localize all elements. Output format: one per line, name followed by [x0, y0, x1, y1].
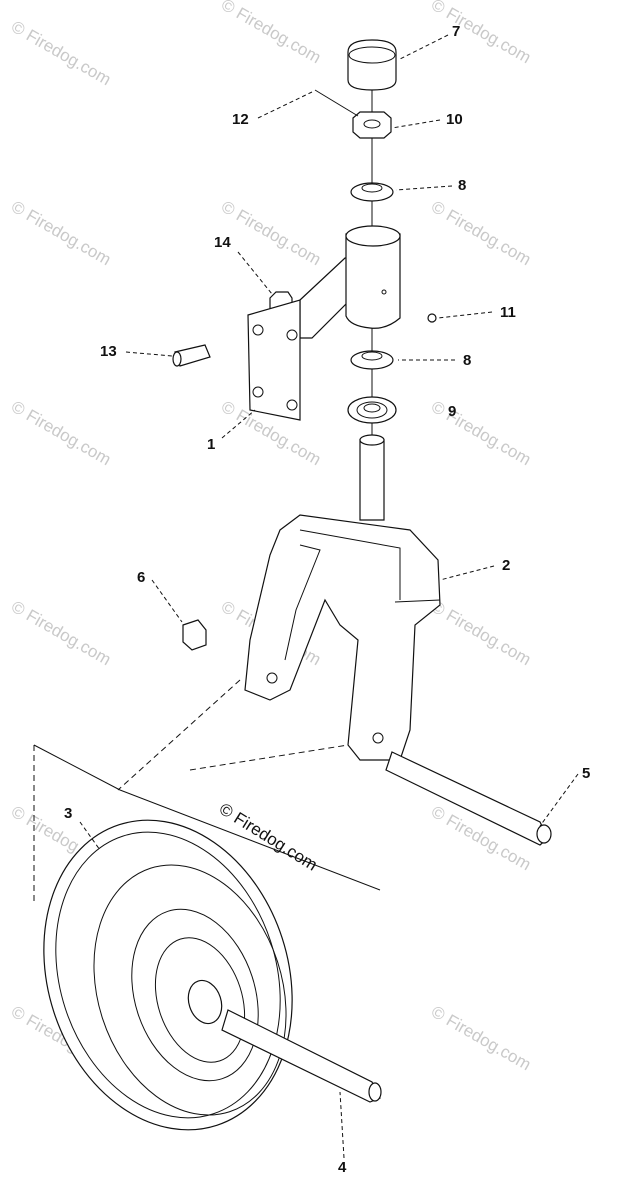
part-caster-fork: [244, 434, 441, 761]
part-wheel-axle: [221, 1009, 382, 1103]
callout-14: 14: [214, 234, 231, 251]
callout-13: 13: [100, 343, 117, 360]
callout-5: 5: [582, 765, 590, 782]
callout-8-lower: 8: [463, 352, 471, 369]
watermark: © Firedog.com: [428, 597, 534, 669]
watermark: © Firedog.com: [428, 0, 534, 67]
callout-2: 2: [502, 557, 510, 574]
watermark: © Firedog.com: [428, 197, 534, 269]
callout-6: 6: [137, 569, 145, 586]
guide-line: [33, 679, 349, 905]
callout-8-upper: 8: [458, 177, 466, 194]
part-grease-fitting: [427, 313, 437, 323]
callout-labels: 7 12 10 8 14 11 13 8 9 1 2 6 5 3 4: [64, 23, 590, 1176]
watermark: © Firedog.com: [428, 397, 534, 469]
watermark: © Firedog.com: [8, 197, 114, 269]
callout-4: 4: [338, 1159, 347, 1176]
guide-line: [33, 744, 381, 891]
leader-lines: [79, 34, 579, 1159]
watermark: © Firedog.com: [428, 1002, 534, 1074]
part-spacer: [182, 619, 207, 651]
part-pin: [314, 89, 359, 117]
watermark: © Firedog.com: [8, 597, 114, 669]
watermark: © Firedog.com: [218, 197, 324, 269]
part-cap: [347, 39, 397, 91]
part-axle-bolt: [385, 751, 552, 846]
part-seal-upper: [350, 182, 394, 202]
part-caster-mount: [247, 225, 401, 421]
part-bearing: [347, 396, 397, 424]
watermark: © Firedog.com: [8, 397, 114, 469]
callout-3: 3: [64, 805, 72, 822]
watermark: © Firedog.com: [218, 0, 324, 67]
callout-10: 10: [446, 111, 463, 128]
part-seal-lower: [350, 350, 394, 370]
part-tire: [43, 819, 293, 1131]
part-bolt: [172, 344, 211, 367]
callout-9: 9: [448, 403, 456, 420]
callout-7: 7: [452, 23, 460, 40]
callout-1: 1: [207, 436, 215, 453]
callout-11: 11: [500, 304, 516, 321]
watermark: © Firedog.com: [8, 17, 114, 89]
part-nut: [352, 111, 392, 139]
callout-12: 12: [232, 111, 249, 128]
